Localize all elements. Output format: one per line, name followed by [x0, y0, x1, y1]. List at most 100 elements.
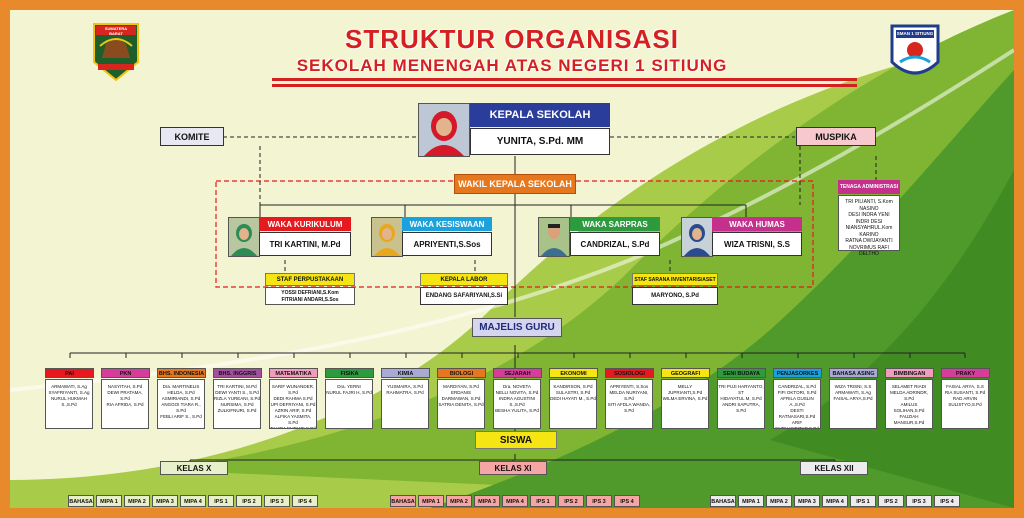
tenaga-name: TRI PILIANTI, S.Kom — [845, 199, 893, 205]
teacher-name: SITI AFDLA WANDA, S.Pd — [607, 402, 651, 413]
teacher-name: FAISAL ARYA, S.S — [946, 384, 984, 389]
teacher-name: MARDIYAN, S.Pd — [443, 384, 479, 389]
teacher-name: NURUL FAJRI H, S.Pd — [326, 390, 372, 395]
teacher-name: ZULKIFNURI, S.Pd — [217, 408, 257, 413]
sarana-name: MARYONO, S.Pd — [632, 287, 718, 305]
teacher-name: HELDA, S.Pd — [167, 390, 195, 395]
teacher-name: KANDIRSON, S.Pd — [553, 384, 593, 389]
waka-kesiswaan-label: WAKA KESISWAAN — [402, 217, 492, 231]
title-rule — [272, 78, 857, 81]
teacher-name: FIFI OKTORI, S.Pd — [777, 390, 817, 395]
teacher-name: INDRA AGUSTINI S.,S.Pd — [498, 396, 535, 407]
class-badge: IPS 2 — [878, 495, 904, 507]
class-badge: MIPA 2 — [766, 495, 792, 507]
class-badge: MIPA 2 — [124, 495, 150, 507]
teacher-name: ALFIKA YASMITA, S.Pd — [274, 414, 312, 425]
class-badge: IPS 1 — [530, 495, 556, 507]
teacher-name: ERDANIS DARMAWAN, S.Pd — [441, 390, 481, 401]
waka-kurikulum-label: WAKA KURIKULUM — [259, 217, 351, 231]
perpustakaan-label: STAF PERPUSTAKAAN — [265, 273, 355, 286]
teacher-name: MELLY JUPRIANTI,S.Pd — [667, 384, 703, 395]
class-badge: IPS 4 — [614, 495, 640, 507]
subject-label: EKONOMI — [549, 368, 598, 378]
waka-sarpras-name: CANDRIZAL, S.Pd — [570, 232, 660, 256]
tenaga-name: INDRI DESI NIANSYAHRUL.Kom — [845, 218, 893, 232]
waka-humas-label: WAKA HUMAS — [712, 217, 802, 231]
class-badge: IPS 3 — [586, 495, 612, 507]
teacher-name: RAD ARVIN SULISTYO,S.Pd — [948, 396, 982, 407]
teacher-name: SARIF WUNANDER, S.Pd — [271, 384, 315, 395]
subject-label: MATEMATIKA — [269, 368, 318, 378]
teacher-name: Dra. YERNI — [337, 384, 361, 389]
class-badge: BAHASA — [390, 495, 416, 507]
teacher-name: DEDI HAYATI M., S.Pd — [550, 396, 596, 401]
teacher-name: DEWI PRATAMA, S.Pd — [107, 390, 143, 401]
subject-label: SOSIOLOGI ANTROPOLOGI — [605, 368, 654, 387]
class-badge: MIPA 4 — [502, 495, 528, 507]
chart-canvas: STRUKTUR ORGANISASI SEKOLAH MENENGAH ATA… — [10, 10, 1014, 508]
school-logo: SMAN 1 SITIUNG — [888, 22, 942, 89]
teacher-name: RIA SUSANTI, S.Pd — [944, 390, 986, 395]
teacher-name: MELDA NURIYANI, S.Pd — [609, 390, 649, 401]
tenaga-name: RATNA DWIJAYANTI — [845, 238, 893, 244]
wakil-kepala-box: WAKIL KEPALA SEKOLAH — [454, 174, 576, 194]
waka-sarpras-label: WAKA SARPRAS — [570, 217, 660, 231]
class-badge: IPS 4 — [934, 495, 960, 507]
subject-label: PKN — [101, 368, 150, 378]
teacher-name: ARMAWATI, S.Ag — [51, 384, 87, 389]
subject-label: BIMBINGAN KONSELING — [885, 368, 934, 387]
sarana-label: STAF SARANA INVENTARIS/ASET — [632, 273, 718, 286]
tenaga-name: NASINO — [859, 205, 879, 212]
teacher-name: NELLI NOVITA, S.Pd — [495, 390, 539, 395]
subject-label: PAI — [45, 368, 94, 378]
siswa-box: SISWA — [475, 431, 557, 449]
teacher-name: RIA AFRIDA, S.Pd — [106, 402, 144, 407]
subject-label: BAHASA ASING — [829, 368, 878, 378]
waka-photo — [681, 217, 713, 257]
class-badge: IPS 3 — [906, 495, 932, 507]
class-badge: MIPA 2 — [446, 495, 472, 507]
teacher-name: SELAMET RIADI — [891, 384, 927, 389]
teacher-name: WIZA TRISNI, S.S — [834, 384, 872, 389]
teacher-name: APRIYENTI, S.Sos — [609, 384, 649, 389]
tenaga-name: DESI INDRA YENI — [848, 212, 890, 218]
class-badge: MIPA 4 — [180, 495, 206, 507]
teacher-name: TAUZIA NURIATI,S.Pd — [270, 426, 316, 429]
teacher-name: AMILUS SOLIHAN,S.Pd — [893, 402, 925, 413]
teacher-name: ASMIRIANDI, S.Pd — [161, 396, 201, 401]
kelas-xi-box: KELAS XI — [479, 461, 547, 475]
teacher-name: DEWI YANTI S., S.Pd — [215, 390, 259, 395]
teacher-name: UPI DEFRIYANI, S.Pd — [270, 402, 316, 407]
waka-photo — [538, 217, 570, 257]
subject-label: PENJASORKES — [773, 368, 822, 378]
subject-label: BIOLOGI — [437, 368, 486, 378]
class-badge: MIPA 1 — [738, 495, 764, 507]
class-badge: MIPA 3 — [152, 495, 178, 507]
kelas-x-box: KELAS X — [160, 461, 228, 475]
waka-humas-name: WIZA TRISNI, S.S — [712, 232, 802, 256]
labor-name: ENDANG SAFARIYANI,S.Si — [420, 287, 508, 305]
labor-label: KEPALA LABOR — [420, 273, 508, 286]
subject-label: BHS. INDONESIA — [157, 368, 206, 378]
perpustakaan-name: YOSSI DEFRIANI,S.Kom — [281, 290, 339, 296]
class-badge: IPS 2 — [558, 495, 584, 507]
teacher-name: ARMAWATI, S.Ag — [835, 390, 871, 395]
class-badge: MIPA 3 — [474, 495, 500, 507]
teacher-name: ARIF NURHANDITAR,S.Pd — [775, 420, 819, 429]
chart-subtitle: SEKOLAH MENENGAH ATAS NEGERI 1 SITIUNG — [296, 56, 728, 75]
waka-kesiswaan-name: APRIYENTI,S.Sos — [402, 232, 492, 256]
class-badge: IPS 1 — [850, 495, 876, 507]
subject-label: SENI BUDAYA — [717, 368, 766, 378]
